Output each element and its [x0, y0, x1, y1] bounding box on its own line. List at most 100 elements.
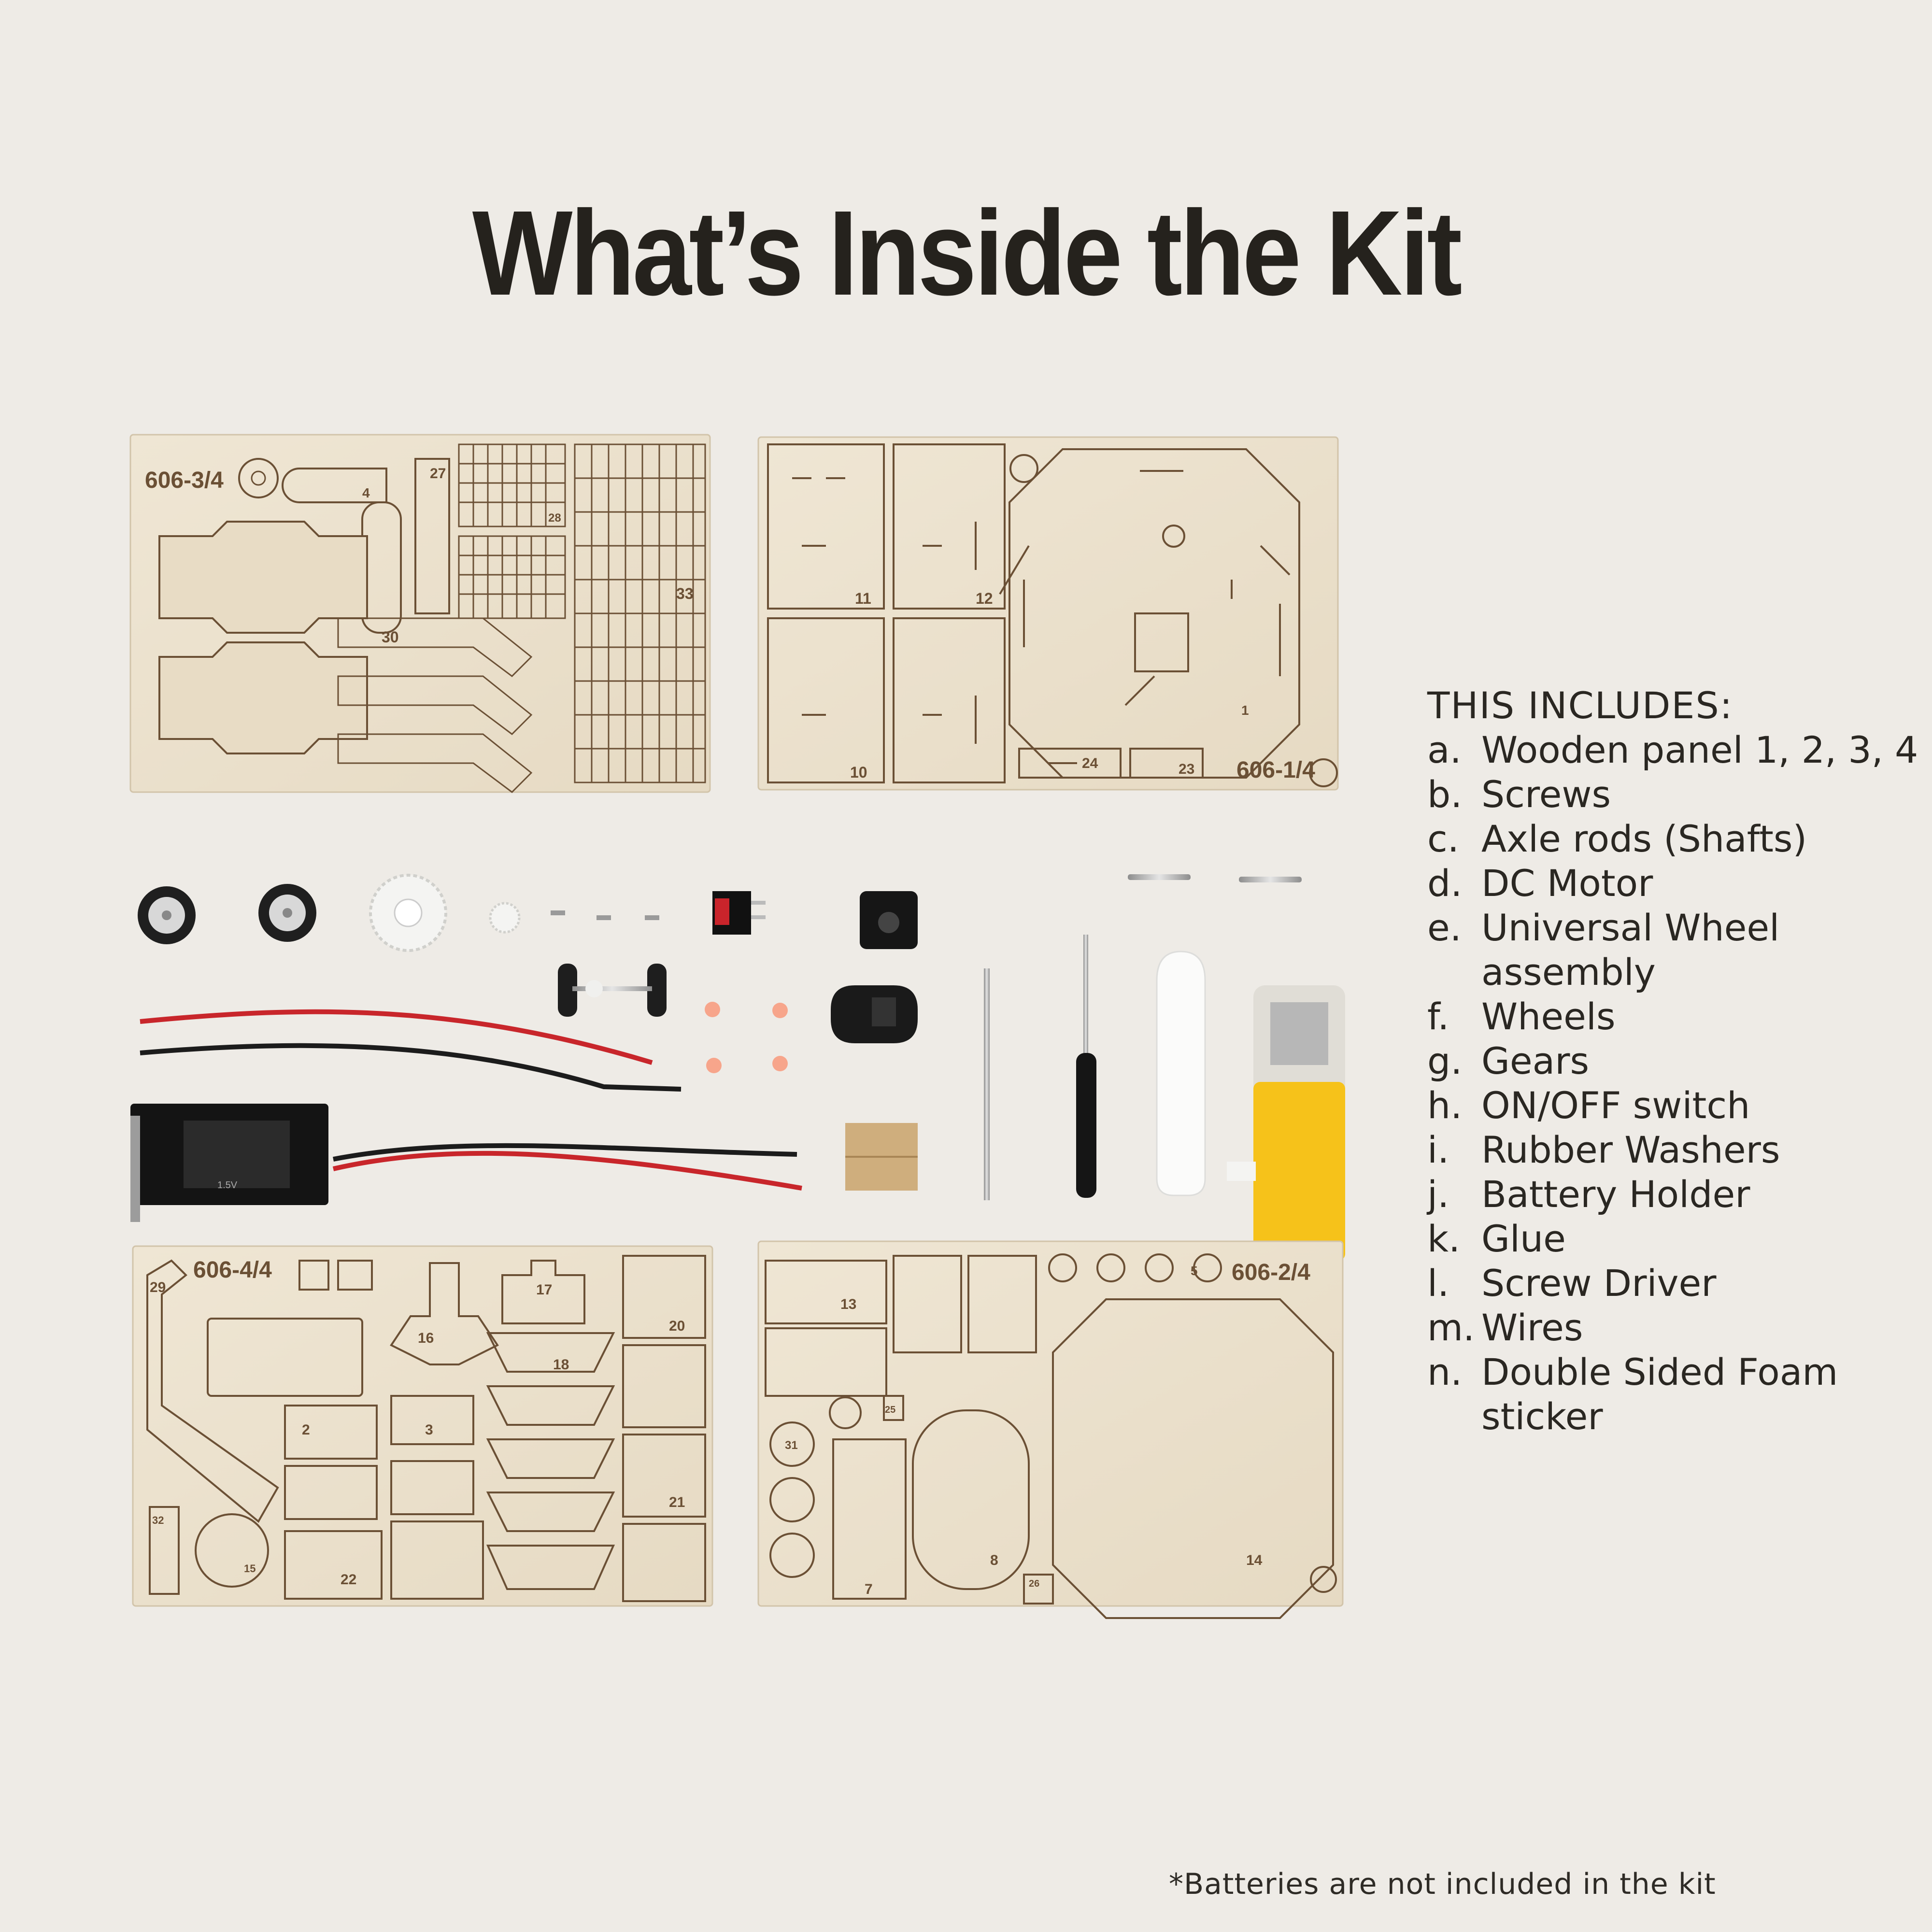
axle-rods — [984, 874, 1302, 1200]
part-number: 29 — [150, 1279, 166, 1295]
list-text: Screw Driver — [1481, 1262, 1717, 1305]
part-number: 2 — [302, 1422, 310, 1438]
part-number: 10 — [850, 764, 867, 781]
list-text: Rubber Washers — [1481, 1128, 1780, 1171]
list-letter: i. — [1427, 1128, 1449, 1171]
list-item: f. Wheels — [1427, 994, 1925, 1039]
list-letter: f. — [1427, 995, 1449, 1038]
universal-wheel-assembly — [831, 891, 918, 1043]
screw-driver — [1076, 935, 1096, 1198]
part-number: 22 — [341, 1572, 356, 1588]
part-number: 14 — [1246, 1552, 1263, 1568]
part-number: 18 — [553, 1357, 569, 1373]
list-letter: m. — [1427, 1306, 1475, 1349]
part-number: 33 — [676, 585, 694, 602]
list-item: h. ON/OFF switch — [1427, 1083, 1925, 1128]
dc-motor — [1227, 985, 1345, 1278]
part-number: 7 — [865, 1581, 873, 1597]
rubber-washers — [705, 1002, 788, 1073]
list-letter: b. — [1427, 773, 1463, 816]
list-letter: c. — [1427, 817, 1459, 860]
double-sided-foam-sticker — [845, 1123, 918, 1191]
list-letter: k. — [1427, 1217, 1461, 1260]
wheels — [138, 884, 316, 944]
part-number: 26 — [1029, 1578, 1039, 1589]
list-text: Universal Wheel assembly — [1481, 906, 1780, 994]
includes-heading: THIS INCLUDES: — [1427, 684, 1733, 727]
battery-holder: 1.5V — [130, 1104, 328, 1222]
part-number: 4 — [362, 485, 370, 500]
list-text: ON/OFF switch — [1481, 1084, 1750, 1127]
list-item: n. Double Sided Foam sticker — [1427, 1350, 1925, 1439]
list-item: a. Wooden panel 1, 2, 3, 4 — [1427, 728, 1925, 772]
part-number: 8 — [990, 1552, 998, 1568]
battery-label: 1.5V — [217, 1180, 238, 1191]
part-number: 20 — [669, 1318, 685, 1334]
panel-code: 606-3/4 — [145, 468, 224, 493]
list-text: Wires — [1481, 1306, 1583, 1349]
part-number: 16 — [418, 1330, 434, 1346]
list-item: j. Battery Holder — [1427, 1172, 1925, 1217]
part-number: 1 — [1241, 703, 1249, 718]
panel-code: 606-1/4 — [1236, 757, 1315, 783]
on-off-switch — [712, 891, 766, 935]
screws — [551, 910, 659, 920]
part-number: 3 — [425, 1422, 433, 1438]
list-text: Battery Holder — [1481, 1173, 1750, 1216]
batteries-footnote: *Batteries are not included in the kit — [1169, 1867, 1716, 1901]
list-text: Wheels — [1481, 995, 1616, 1038]
list-item: e. Universal Wheel assembly — [1427, 906, 1925, 994]
list-item: k. Glue — [1427, 1217, 1925, 1261]
list-text: Glue — [1481, 1217, 1566, 1260]
part-number: 5 — [1191, 1264, 1197, 1278]
page-title: What’s Inside the Kit — [472, 185, 1463, 320]
part-number: 27 — [430, 466, 446, 482]
list-text: Axle rods (Shafts) — [1481, 817, 1807, 860]
list-letter: n. — [1427, 1350, 1463, 1393]
part-number: 32 — [152, 1514, 164, 1526]
includes-list: THIS INCLUDES: a. Wooden panel 1, 2, 3, 4… — [1427, 683, 1925, 1439]
list-letter: e. — [1427, 906, 1462, 949]
kit-contents-photo: 606-3/4 4 27 28 33 30 — [129, 434, 1345, 1619]
part-number: 28 — [548, 511, 561, 525]
part-number: 31 — [785, 1439, 798, 1452]
wooden-panel-1: 11 12 10 1 24 23 606-1/4 — [757, 436, 1339, 791]
list-letter: j. — [1427, 1173, 1449, 1216]
wooden-panel-4: 606-4/4 29 17 16 18 20 2 3 21 32 15 22 — [132, 1245, 713, 1607]
list-text: Double Sided Foam sticker — [1481, 1350, 1838, 1438]
list-text: Screws — [1481, 773, 1611, 816]
list-item: d. DC Motor — [1427, 861, 1925, 906]
list-item: i. Rubber Washers — [1427, 1128, 1925, 1172]
part-number: 13 — [840, 1296, 856, 1312]
list-item: m.Wires — [1427, 1306, 1925, 1350]
part-number: 23 — [1179, 761, 1194, 777]
part-number: 12 — [976, 590, 993, 607]
list-text: Wooden panel 1, 2, 3, 4 — [1481, 728, 1918, 771]
part-number: 30 — [382, 628, 399, 646]
list-item: c. Axle rods (Shafts) — [1427, 817, 1925, 861]
list-letter: a. — [1427, 728, 1462, 771]
list-item: g. Gears — [1427, 1039, 1925, 1083]
panel-code: 606-2/4 — [1232, 1260, 1310, 1285]
part-number: 25 — [885, 1405, 895, 1415]
part-number: 24 — [1082, 755, 1098, 771]
part-number: 11 — [855, 590, 871, 607]
panel-code: 606-4/4 — [193, 1257, 272, 1283]
gears — [369, 874, 521, 952]
list-text: Gears — [1481, 1039, 1590, 1082]
list-letter: g. — [1427, 1039, 1463, 1082]
axle-assembly — [558, 964, 667, 1017]
list-letter: l. — [1427, 1262, 1449, 1305]
wooden-panel-3: 606-3/4 4 27 28 33 30 — [129, 434, 711, 793]
list-text: DC Motor — [1481, 862, 1653, 905]
part-number: 21 — [669, 1494, 685, 1510]
list-letter: h. — [1427, 1084, 1463, 1127]
glue — [1156, 951, 1206, 1196]
list-item: b. Screws — [1427, 772, 1925, 817]
wooden-panel-2: 5 606-2/4 13 25 31 7 8 26 14 — [757, 1240, 1344, 1619]
list-item: l. Screw Driver — [1427, 1261, 1925, 1306]
wires — [140, 1009, 802, 1191]
part-number: 15 — [244, 1563, 256, 1575]
part-number: 17 — [536, 1282, 552, 1298]
list-letter: d. — [1427, 862, 1463, 905]
